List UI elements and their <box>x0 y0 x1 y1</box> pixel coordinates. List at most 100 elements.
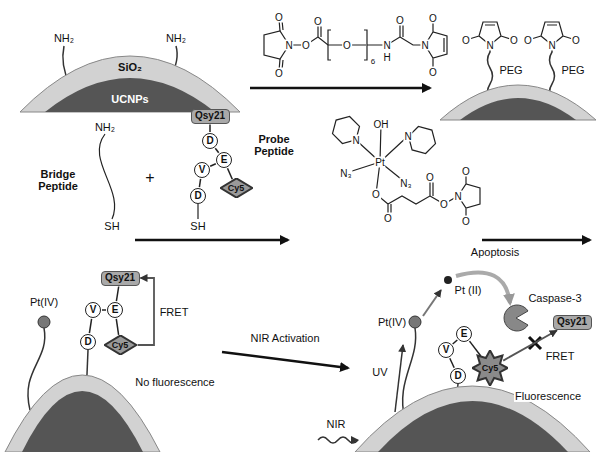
node-text: D <box>206 136 213 146</box>
text-label: Fluorescence <box>514 390 582 402</box>
atom-label: O <box>342 40 352 51</box>
text-label: NH₂ <box>165 32 187 44</box>
atom-label: O <box>425 172 435 183</box>
peptide-bond <box>470 341 481 356</box>
dye-diamond: Cy5 <box>220 178 253 198</box>
amino-acid-circle: D <box>450 368 466 384</box>
path-shape <box>20 56 240 112</box>
path-shape <box>197 204 198 219</box>
text-label: Pt (II) <box>454 284 483 296</box>
amino-acid-circle: D <box>190 188 206 204</box>
path-shape <box>318 437 358 443</box>
path-shape <box>99 134 114 219</box>
text-label: NIR Activation <box>249 332 320 344</box>
node-shape <box>104 335 136 354</box>
atom-label: O <box>461 35 471 46</box>
quencher-box: Qsy21 <box>191 109 230 124</box>
node-text: V <box>443 345 450 355</box>
text-label: Apoptosis <box>470 246 520 258</box>
node-text: E <box>221 155 228 165</box>
text-label: UV <box>371 366 388 378</box>
peptide-bond <box>228 168 233 179</box>
edge-label: FRET <box>545 350 576 362</box>
node-text: D <box>194 191 201 201</box>
path-shape <box>440 85 596 120</box>
fret-arrow <box>138 278 155 345</box>
atom-label: O <box>371 189 381 200</box>
atom-label: O <box>428 67 438 78</box>
node-text: Cy5 <box>112 341 129 350</box>
path-shape <box>135 239 288 242</box>
node-text: Cy5 <box>228 184 245 193</box>
text-label: PEG <box>498 64 523 76</box>
text-label: PEG <box>560 64 585 76</box>
text-label: NH₂ <box>53 32 75 44</box>
path-shape <box>45 78 215 112</box>
path-shape <box>22 391 143 452</box>
atom-label: N <box>351 135 360 146</box>
path-shape <box>482 239 590 242</box>
atom-label: O <box>523 35 533 46</box>
text-label: Pt(IV) <box>29 296 59 308</box>
node-text: D <box>84 337 91 347</box>
quencher-box: Qsy21 <box>101 271 140 286</box>
circle-shape <box>444 276 452 284</box>
amino-acid-circle: E <box>107 302 123 318</box>
node-text: Cy5 <box>482 364 499 373</box>
atom-label: O <box>461 166 471 177</box>
chemical-bonds <box>99 18 576 221</box>
node-text: Qsy21 <box>105 273 135 283</box>
peptide-bond <box>102 309 106 311</box>
path-shape <box>279 19 283 71</box>
node-shape <box>472 350 507 385</box>
text-label: Pt(IV) <box>377 316 407 328</box>
atom-label: OH <box>373 119 390 130</box>
atom-label: O <box>313 16 323 27</box>
node-text: V <box>90 305 97 315</box>
node-text: E <box>461 329 468 339</box>
atom-label: O <box>301 40 311 51</box>
atom-label: N₃ <box>339 168 352 179</box>
dye-diamond: Cy5 <box>104 335 137 355</box>
text-label: SiO₂ <box>117 61 143 73</box>
atom-label: O <box>274 68 284 79</box>
atom-label: O <box>383 213 393 224</box>
text-label: NH₂ <box>94 121 116 133</box>
path-shape <box>460 98 576 120</box>
path-shape <box>328 30 367 60</box>
node-text: Qsy21 <box>557 317 587 327</box>
text-label: NIR <box>326 418 347 430</box>
peptide-bond <box>450 358 454 368</box>
path-shape <box>504 305 528 331</box>
reaction-arrows <box>135 88 590 368</box>
quencher-box: Qsy21 <box>553 315 592 330</box>
text-label: No fluorescence <box>134 376 216 388</box>
release-symbols <box>38 272 541 412</box>
peptide-bond <box>453 340 458 344</box>
atom-label: O <box>571 35 581 46</box>
atom-label: O <box>509 35 519 46</box>
peptide-bond <box>199 179 200 187</box>
path-shape <box>378 401 568 452</box>
circle-shape <box>38 316 50 328</box>
atom-label: O <box>395 15 405 26</box>
circle-shape <box>409 316 421 328</box>
atom-label: O <box>428 13 438 24</box>
text-label: Bridge Peptide <box>31 168 85 192</box>
peptide-bond <box>116 287 118 302</box>
amino-acid-circle: E <box>456 326 472 342</box>
atom-label: O <box>439 199 449 210</box>
atom-label: N <box>284 40 293 51</box>
peptide-bond <box>215 148 218 153</box>
node-text: Qsy21 <box>195 111 225 121</box>
node-text: D <box>454 371 461 381</box>
amino-acid-circle: V <box>85 302 101 318</box>
amino-acid-circle: E <box>216 152 232 168</box>
text-label: UCNPs <box>110 93 149 105</box>
amino-acid-circle: D <box>80 334 96 350</box>
peptide-bond <box>209 125 211 133</box>
path-shape <box>250 87 430 90</box>
text-label: + <box>144 169 155 187</box>
